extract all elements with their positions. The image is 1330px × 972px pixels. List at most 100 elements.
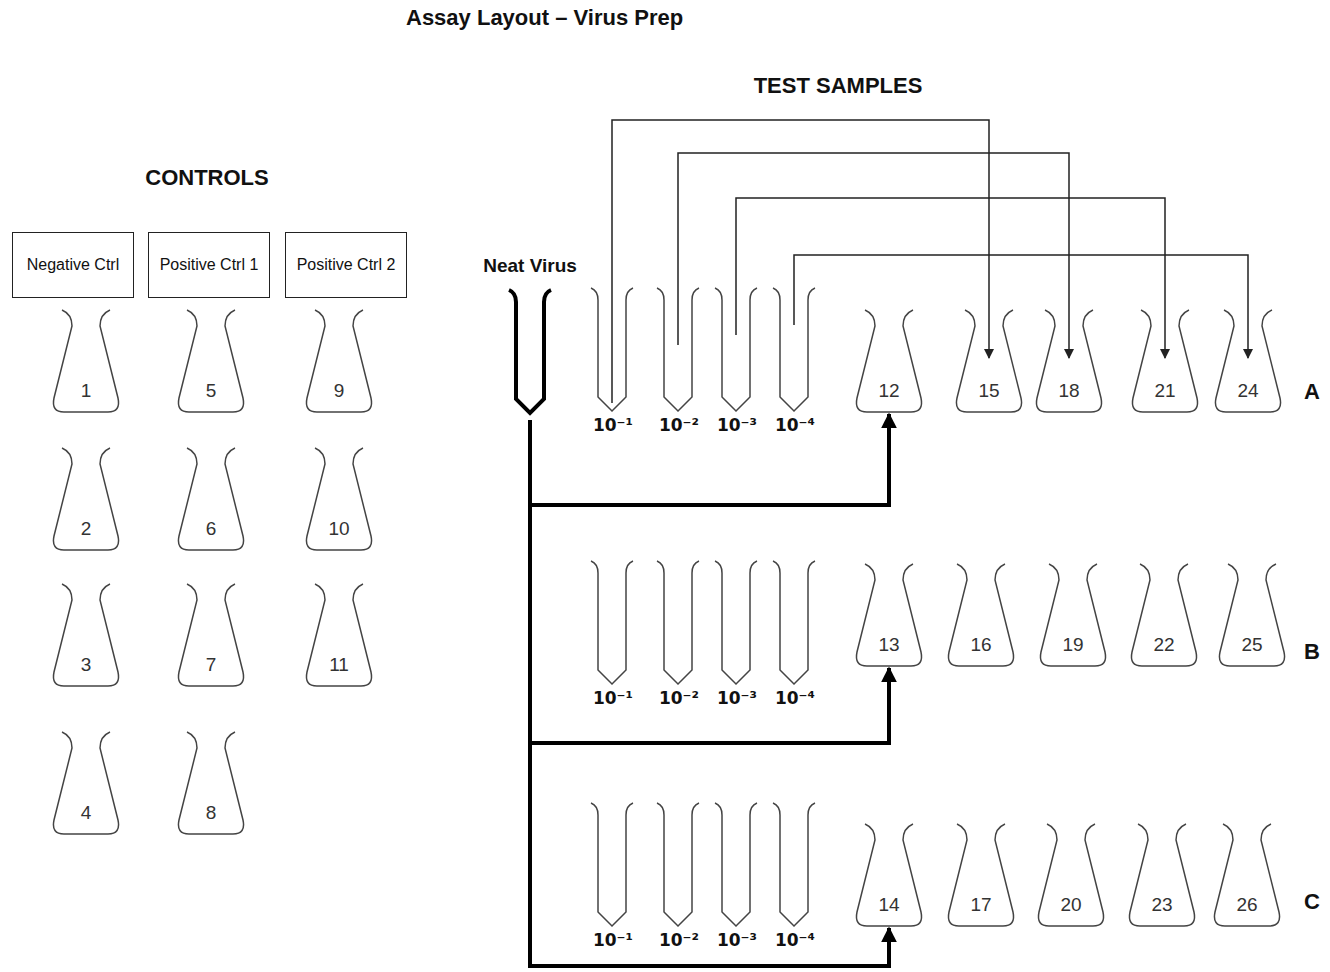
flask-number: 22 [1128,634,1200,656]
flask: 20 [1035,822,1107,928]
flask: 17 [945,822,1017,928]
dilution-label: 10⁻¹ [576,930,650,950]
flask-number: 1 [50,380,122,402]
tube-outline [712,285,762,415]
control-header-box: Negative Ctrl [12,232,134,298]
control-header-box: Positive Ctrl 1 [148,232,270,298]
flask-number: 24 [1212,380,1284,402]
tube-outline [712,800,762,930]
dilution-tube: 10⁻² [656,558,702,718]
flask: 9 [303,308,375,414]
flask-number: 3 [50,654,122,676]
tube-outline [770,285,820,415]
flask: 16 [945,562,1017,668]
flask: 13 [853,562,925,668]
flask-number: 6 [175,518,247,540]
dilution-tube: 10⁻¹ [590,558,636,718]
virus-transfer-line [530,420,889,743]
flask: 8 [175,730,247,836]
flask-number: 15 [953,380,1025,402]
control-header-box: Positive Ctrl 2 [285,232,407,298]
flask-number: 21 [1129,380,1201,402]
flask: 4 [50,730,122,836]
title-box: Assay Layout – Virus Prep [406,5,1163,59]
tube-outline [588,558,638,688]
tube-outline [654,800,704,930]
flask-number: 7 [175,654,247,676]
dilution-tube: 10⁻² [656,800,702,960]
dilution-transfer-line [794,255,1248,358]
flask: 25 [1216,562,1288,668]
box-text: Negative Ctrl [27,255,119,275]
section-heading: TEST SAMPLES [754,73,923,99]
dilution-label: 10⁻³ [700,688,774,708]
dilution-transfer-line [736,198,1165,358]
tube-outline [654,558,704,688]
flask: 12 [853,308,925,414]
row-letter: B [1304,639,1320,665]
flask: 23 [1126,822,1198,928]
flask-number: 10 [303,518,375,540]
dilution-label: 10⁻³ [700,415,774,435]
tube-outline [712,558,762,688]
flask-number: 23 [1126,894,1198,916]
flask: 6 [175,446,247,552]
box-text: Positive Ctrl 1 [160,255,259,275]
dilution-label: 10⁻⁴ [758,930,832,950]
dilution-tube: 10⁻³ [714,800,760,960]
box-text: Positive Ctrl 2 [297,255,396,275]
tube-outline [506,287,556,417]
flask-number: 8 [175,802,247,824]
virus-transfer-line [530,414,889,505]
flask-number: 2 [50,518,122,540]
tube-outline [770,558,820,688]
flask: 11 [303,582,375,688]
box-text: Assay Layout – Virus Prep [406,5,1163,31]
dilution-label: 10⁻¹ [576,688,650,708]
virus-transfer-line [530,420,889,966]
flask-number: 4 [50,802,122,824]
flask: 21 [1129,308,1201,414]
box-text: Neat Virus [470,255,590,277]
flask: 22 [1128,562,1200,668]
flask-number: 5 [175,380,247,402]
dilution-label: 10⁻² [642,415,716,435]
flask-number: 9 [303,380,375,402]
flask: 3 [50,582,122,688]
dilution-label: 10⁻¹ [576,415,650,435]
dilution-label: 10⁻⁴ [758,688,832,708]
flask-number: 12 [853,380,925,402]
dilution-tube: 10⁻³ [714,285,760,445]
dilution-tube: 10⁻⁴ [772,800,818,960]
tube-outline [588,800,638,930]
flask: 15 [953,308,1025,414]
flask: 18 [1033,308,1105,414]
flask: 26 [1211,822,1283,928]
dilution-label: 10⁻³ [700,930,774,950]
flask-number: 26 [1211,894,1283,916]
dilution-tube: 10⁻² [656,285,702,445]
row-letter: A [1304,379,1320,405]
flask: 24 [1212,308,1284,414]
flask-number: 11 [303,654,375,676]
flask: 19 [1037,562,1109,668]
flask: 10 [303,446,375,552]
tube-outline [654,285,704,415]
flask-number: 18 [1033,380,1105,402]
flask: 1 [50,308,122,414]
tube-outline [588,285,638,415]
section-heading: CONTROLS [145,165,268,191]
dilution-tube: 10⁻⁴ [772,558,818,718]
dilution-transfer-line [612,120,989,403]
flask: 7 [175,582,247,688]
virus-tube: Neat Virus [470,255,590,420]
flask-number: 14 [853,894,925,916]
dilution-tube: 10⁻¹ [590,285,636,445]
dilution-tube: 10⁻³ [714,558,760,718]
dilution-tube: 10⁻⁴ [772,285,818,445]
row-letter: C [1304,889,1320,915]
flask-number: 16 [945,634,1017,656]
dilution-label: 10⁻² [642,930,716,950]
